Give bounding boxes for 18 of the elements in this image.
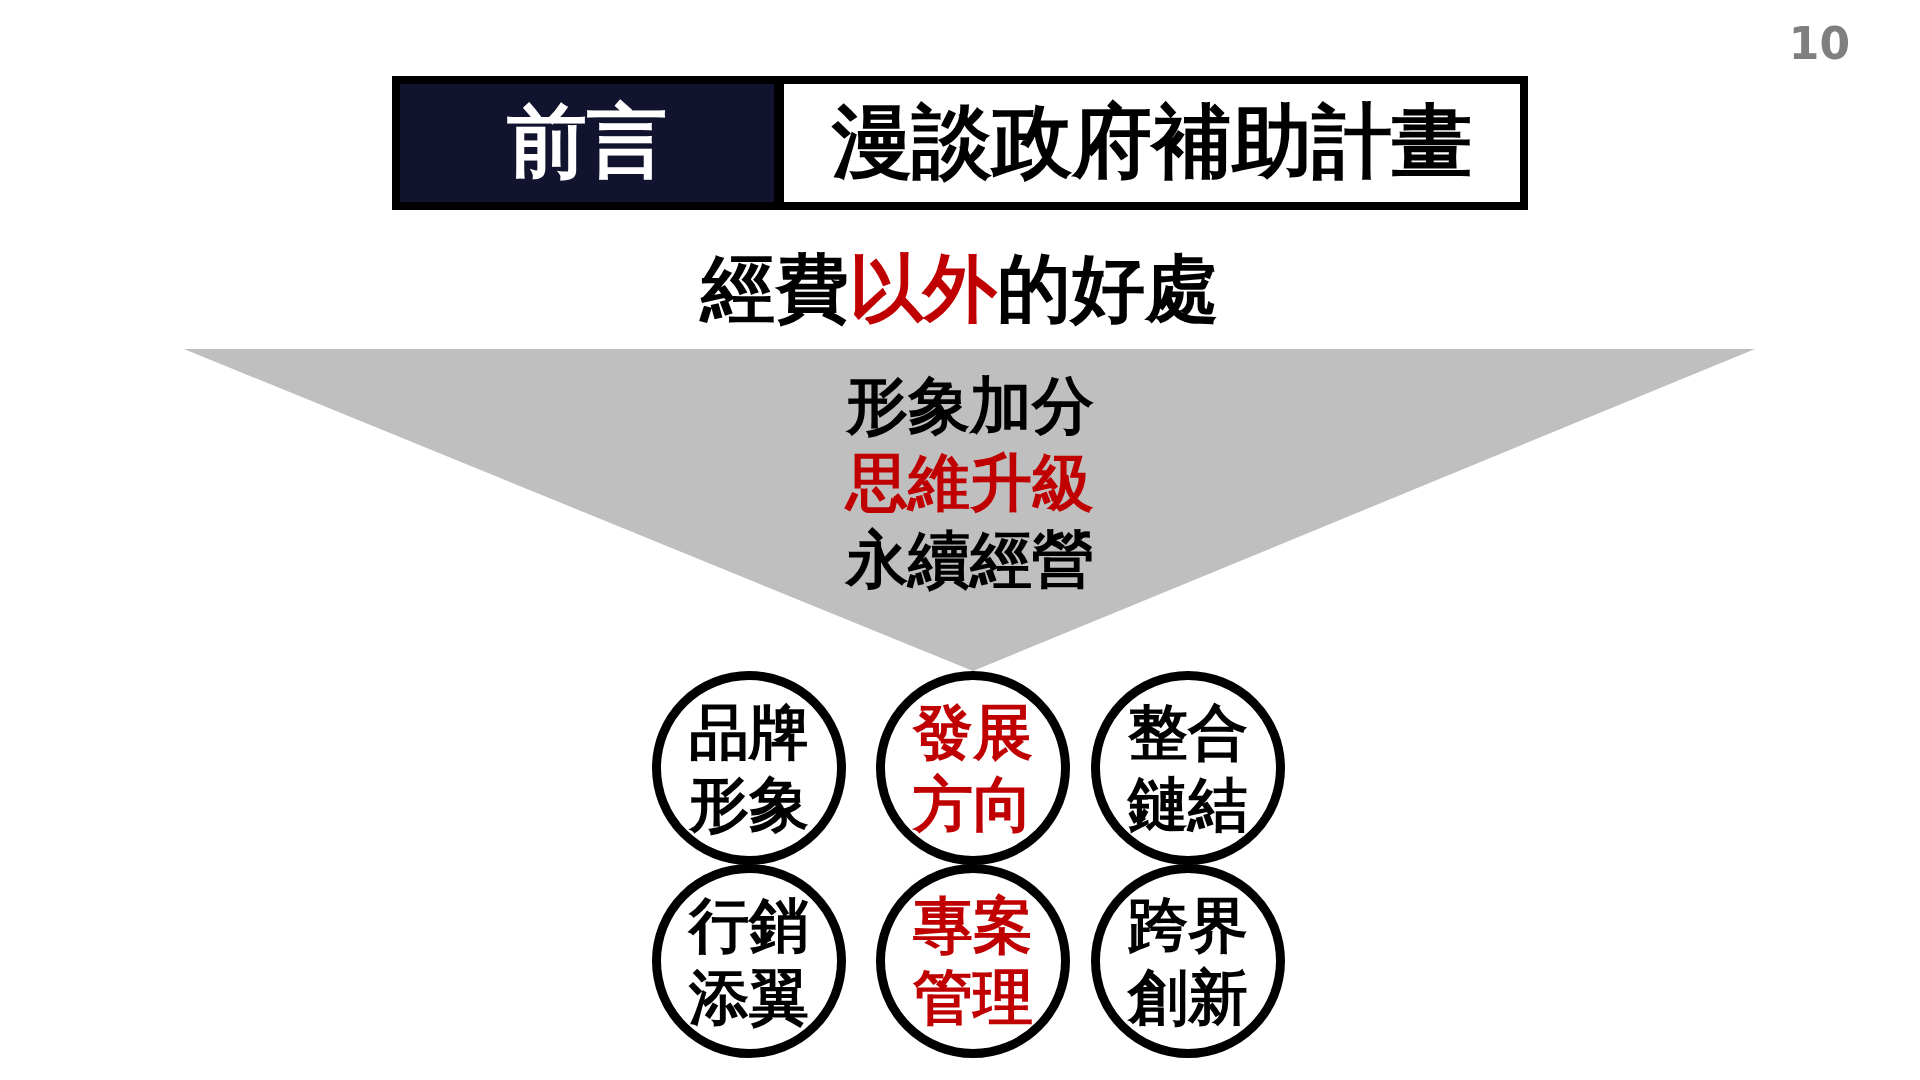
benefit-text: 永續經營	[844, 522, 1095, 598]
circle-text: 品牌形象	[687, 696, 810, 840]
page-number: 10	[1788, 18, 1850, 69]
section-tag	[392, 76, 774, 210]
section-label: 前言	[507, 94, 667, 190]
subtitle-text: 的好處	[997, 245, 1219, 331]
circle-text: 行銷添翼	[686, 889, 810, 1033]
benefit-text: 思維升級	[843, 445, 1095, 521]
circle-text: 跨界創新	[1126, 889, 1249, 1033]
title-text: 漫談政府補助計畫	[832, 94, 1472, 190]
title-box	[774, 76, 1528, 210]
benefit-text: 形象加分	[844, 368, 1095, 444]
funnel-triangle	[184, 349, 1755, 671]
subtitle-text: 經費	[701, 245, 849, 331]
subtitle-text: 以外	[849, 245, 997, 331]
circle-text: 發展方向	[911, 696, 1034, 840]
circle-text: 整合鏈結	[1126, 696, 1249, 840]
circle-text: 專案管理	[912, 889, 1034, 1033]
